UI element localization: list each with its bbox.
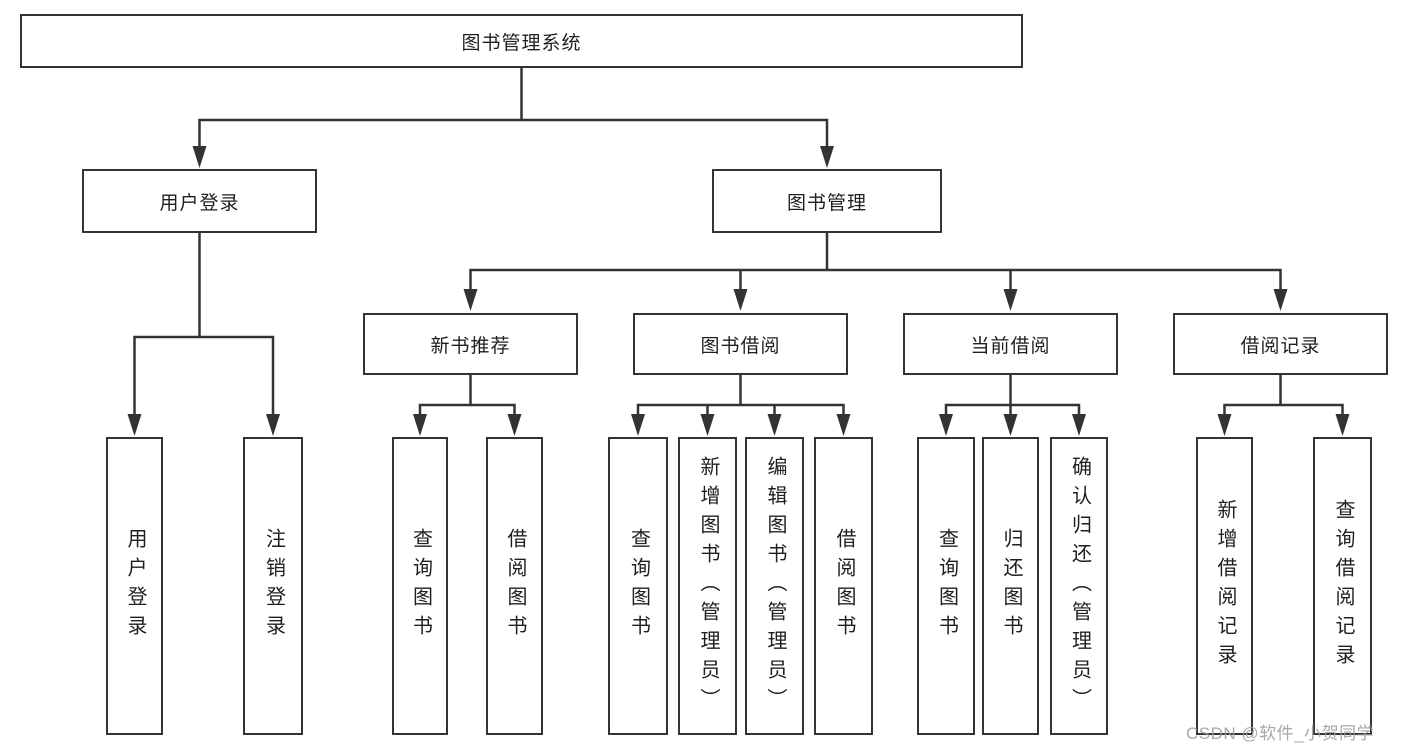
- node-user-login-group: 用户登录: [82, 169, 317, 233]
- leaf-records-query-record: 查询借阅记录: [1313, 437, 1372, 735]
- leaf-user-login: 用户登录: [106, 437, 163, 735]
- node-current-borrowing: 当前借阅: [903, 313, 1118, 375]
- leaf-current-return-books: 归还图书: [982, 437, 1039, 735]
- leaf-borrow-query-books-label: 查询图书: [627, 528, 650, 644]
- node-borrowing-records: 借阅记录: [1173, 313, 1388, 375]
- leaf-borrow-borrow-books: 借阅图书: [814, 437, 873, 735]
- leaf-current-query-books-label: 查询图书: [935, 528, 958, 644]
- leaf-current-query-books: 查询图书: [917, 437, 975, 735]
- leaf-logout: 注销登录: [243, 437, 303, 735]
- leaf-records-query-record-label: 查询借阅记录: [1332, 499, 1354, 673]
- leaf-newbook-borrow-books: 借阅图书: [486, 437, 543, 735]
- leaf-logout-label: 注销登录: [262, 528, 285, 644]
- leaf-current-confirm-return-admin: 确认归还（管理员）: [1050, 437, 1108, 735]
- leaf-borrow-borrow-books-label: 借阅图书: [833, 528, 855, 644]
- leaf-borrow-add-books-admin-label: 新增图书（管理员）: [697, 455, 719, 717]
- leaf-newbook-query-books: 查询图书: [392, 437, 448, 735]
- node-book-borrowing: 图书借阅: [633, 313, 848, 375]
- arrowheads: [127, 146, 1350, 436]
- leaf-borrow-add-books-admin: 新增图书（管理员）: [678, 437, 737, 735]
- leaf-borrow-edit-books-admin: 编辑图书（管理员）: [745, 437, 804, 735]
- leaf-records-add-record: 新增借阅记录: [1196, 437, 1253, 735]
- leaf-newbook-borrow-books-label: 借阅图书: [504, 528, 526, 644]
- leaf-borrow-query-books: 查询图书: [608, 437, 668, 735]
- node-new-book-recommend: 新书推荐: [363, 313, 578, 375]
- leaf-newbook-query-books-label: 查询图书: [409, 528, 432, 644]
- leaf-records-add-record-label: 新增借阅记录: [1214, 499, 1236, 673]
- node-root-system: 图书管理系统: [20, 14, 1023, 68]
- leaf-current-confirm-return-admin-label: 确认归还（管理员）: [1068, 455, 1091, 717]
- csdn-watermark: CSDN @软件_小贺同学: [1186, 724, 1375, 743]
- node-book-management-group: 图书管理: [712, 169, 942, 233]
- leaf-user-login-label: 用户登录: [124, 528, 146, 644]
- leaf-borrow-edit-books-admin-label: 编辑图书（管理员）: [764, 455, 786, 717]
- leaf-current-return-books-label: 归还图书: [1000, 528, 1022, 644]
